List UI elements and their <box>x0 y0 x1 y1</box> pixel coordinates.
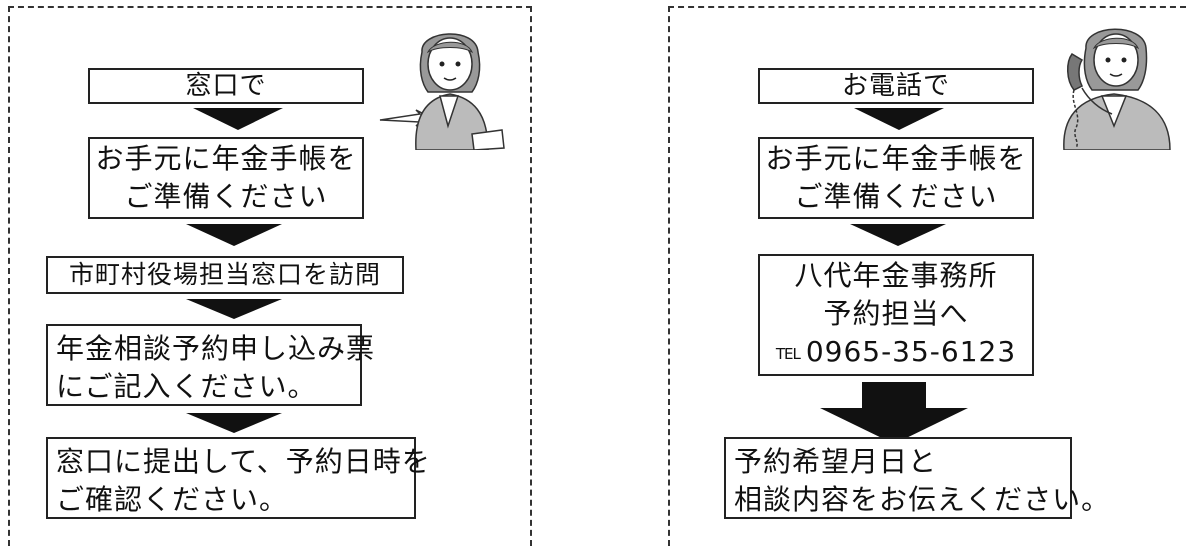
big-arrow-down-icon <box>820 382 968 444</box>
arrow-down-icon <box>854 108 944 130</box>
tel-label: TEL <box>775 345 801 363</box>
left-step-at-counter: 窓口で <box>88 68 364 104</box>
phone-operator-illustration <box>1063 28 1171 150</box>
right-step-tell-date-and-topic: 予約希望月日と 相談内容をお伝えください。 <box>724 437 1109 519</box>
left-step-submit-confirm-date: 窓口に提出して、予約日時を ご確認ください。 <box>46 437 430 519</box>
arrow-down-icon <box>186 224 282 246</box>
right-panel-telephone <box>668 6 1186 546</box>
left-step-fill-reservation-form: 年金相談予約申し込み票 にご記入ください。 <box>46 324 374 406</box>
left-step-prepare-pension-book: お手元に年金手帳を ご準備ください <box>88 137 364 219</box>
arrow-down-icon <box>186 299 282 319</box>
arrow-down-icon <box>193 108 283 130</box>
left-step-visit-city-office: 市町村役場担当窓口を訪問 <box>46 256 404 294</box>
arrow-down-icon <box>186 413 282 433</box>
arrow-down-icon <box>850 224 946 246</box>
counter-clerk-illustration <box>379 33 505 150</box>
left-panel-window-counter <box>8 6 532 546</box>
right-step-by-phone: お電話で <box>758 68 1034 104</box>
right-step-prepare-pension-book: お手元に年金手帳を ご準備ください <box>758 137 1034 219</box>
